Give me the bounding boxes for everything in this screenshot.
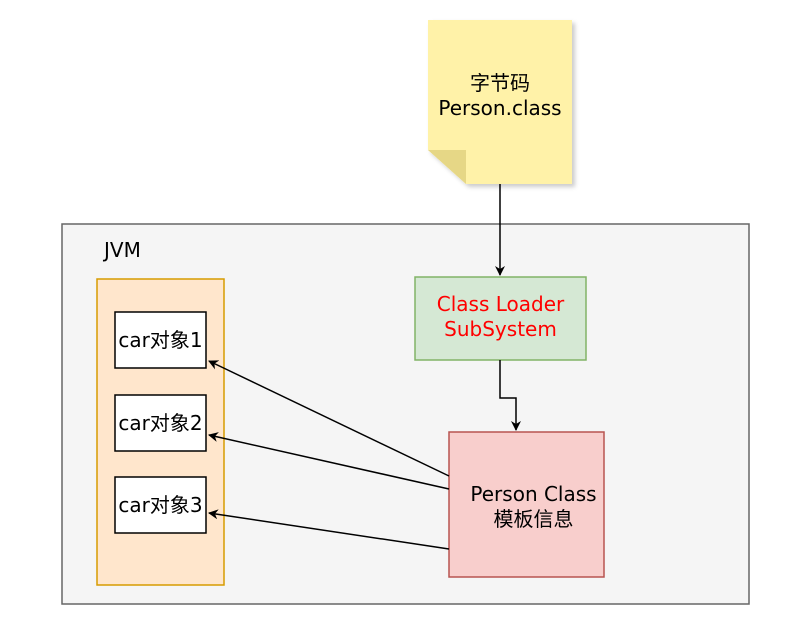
arrow-class-to-object-3	[208, 509, 450, 550]
arrow-class-to-object-1	[208, 360, 450, 477]
object-label-2: car对象2	[118, 410, 203, 435]
object-box-1	[114, 311, 207, 369]
object-label-3: car对象3	[118, 492, 203, 517]
person-class-line-1: Person Class	[470, 482, 597, 506]
bytecode-line-2: Person.class	[438, 96, 562, 120]
bytecode-line-1: 字节码	[470, 71, 530, 95]
person-class-label: Person Class 模板信息	[456, 480, 611, 534]
object-box-3	[114, 476, 207, 534]
bytecode-label: 字节码 Person.class	[428, 70, 572, 122]
bytecode-note	[428, 20, 572, 184]
object-label-1: car对象1	[118, 327, 203, 352]
arrow-loader-to-class	[499, 360, 521, 431]
class-loader-line-2: SubSystem	[444, 317, 557, 341]
person-class-line-2: 模板信息	[493, 507, 574, 531]
class-loader-label: Class Loader SubSystem	[415, 290, 586, 344]
jvm-label: JVM	[104, 238, 141, 262]
person-class-box	[448, 431, 605, 578]
arrow-class-to-object-2	[208, 432, 450, 490]
class-loader-line-1: Class Loader	[436, 292, 565, 316]
object-box-2	[114, 394, 207, 452]
